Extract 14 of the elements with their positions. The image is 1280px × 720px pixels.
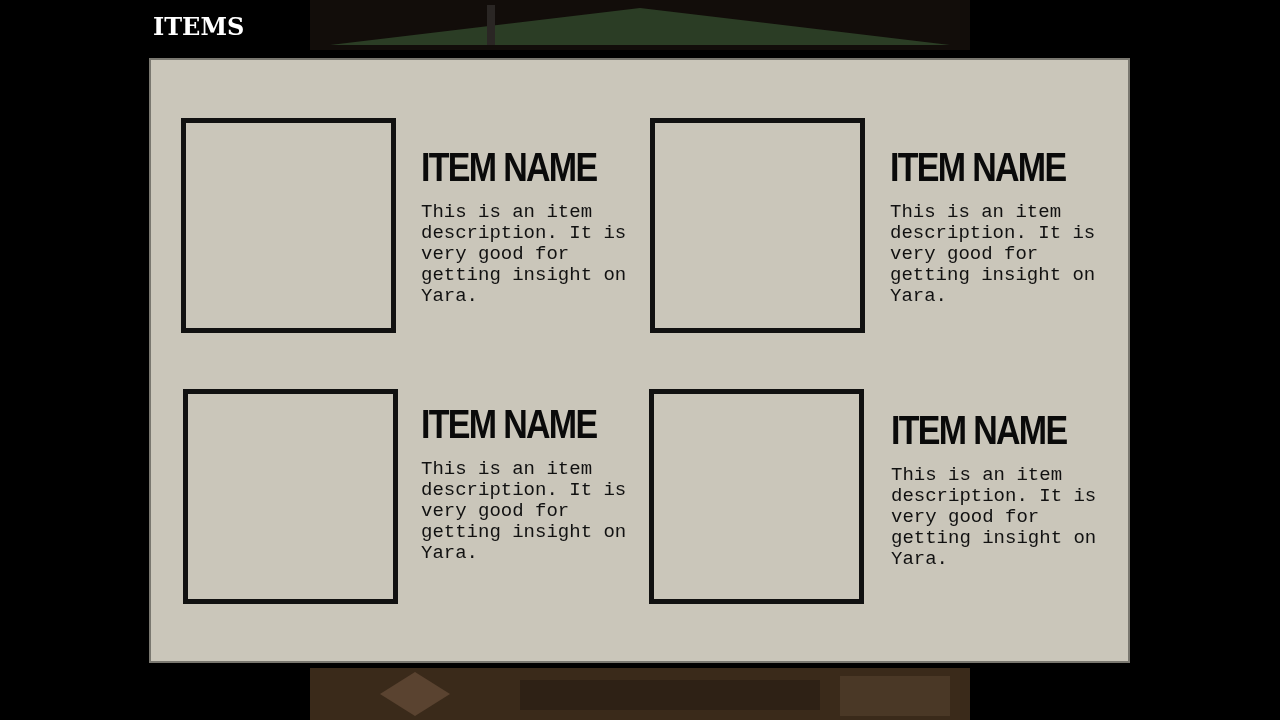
item-image-frame [181,118,396,333]
item-image-frame [650,118,865,333]
item-description: This is an item description. It is very good for getting insight on Yara. [891,465,1098,570]
item-image-frame [183,389,398,604]
item-name: ITEM NAME [891,408,1067,452]
item-image-frame [649,389,864,604]
item-description: This is an item description. It is very good for getting insight on Yara. [421,459,628,564]
item-description: This is an item description. It is very good for getting insight on Yara. [421,202,628,307]
item-name: ITEM NAME [890,145,1066,189]
item-name: ITEM NAME [421,145,597,189]
panel-background [149,58,1130,663]
item-description: This is an item description. It is very good for getting insight on Yara. [890,202,1097,307]
page-title: ITEMS [153,12,245,41]
item-name: ITEM NAME [421,402,597,446]
